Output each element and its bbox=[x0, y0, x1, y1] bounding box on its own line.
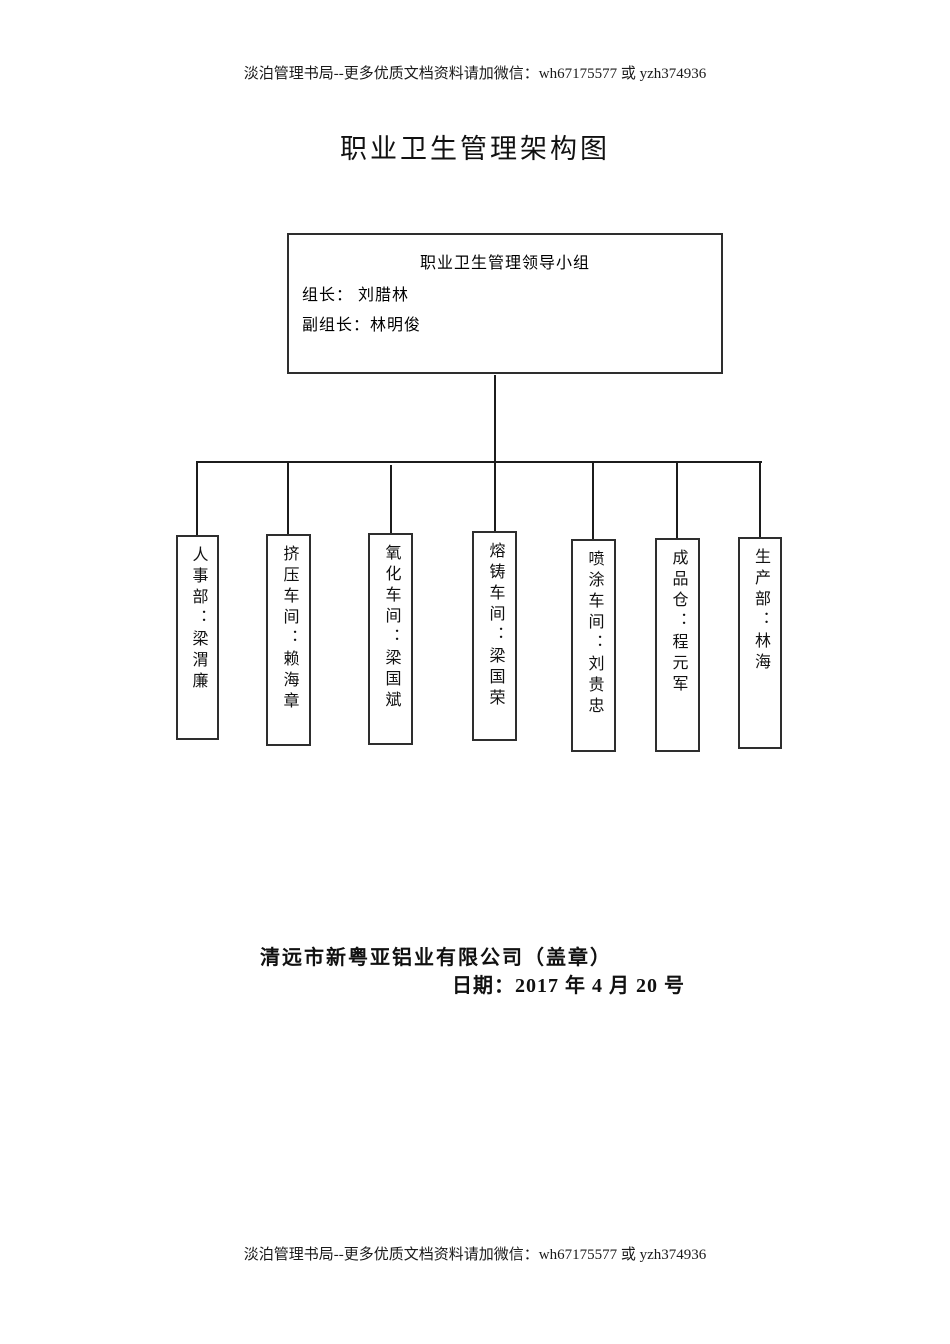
connector-drop-2 bbox=[287, 463, 289, 534]
dept-box-oxidation: 氧化车间：梁国斌 bbox=[368, 533, 413, 745]
dept-label: 人事部：梁渭廉 bbox=[189, 546, 207, 693]
connector-drop-3 bbox=[390, 465, 392, 533]
dept-label: 成品仓：程元军 bbox=[669, 549, 687, 696]
connector-drop-4 bbox=[494, 463, 496, 531]
connector-drop-5 bbox=[592, 463, 594, 539]
dept-box-hr: 人事部：梁渭廉 bbox=[176, 535, 219, 740]
dept-box-warehouse: 成品仓：程元军 bbox=[655, 538, 700, 752]
dept-box-casting: 熔铸车间：梁国荣 bbox=[472, 531, 517, 741]
connector-crossbar bbox=[196, 461, 762, 463]
dept-label: 生产部：林海 bbox=[752, 548, 769, 674]
connector-trunk bbox=[494, 375, 496, 461]
connector-drop-1 bbox=[196, 463, 198, 535]
header-note: 淡泊管理书局--更多优质文档资料请加微信：wh67175577 或 yzh374… bbox=[243, 66, 707, 82]
dept-box-extrusion: 挤压车间：赖海章 bbox=[266, 534, 311, 746]
dept-label: 挤压车间：赖海章 bbox=[280, 545, 298, 713]
company-seal-line: 清远市新粤亚铝业有限公司（盖章） bbox=[260, 947, 612, 969]
page-title: 职业卫生管理架构图 bbox=[340, 134, 610, 164]
dept-box-production: 生产部：林海 bbox=[738, 537, 782, 749]
footer-note: 淡泊管理书局--更多优质文档资料请加微信：wh67175577 或 yzh374… bbox=[243, 1247, 707, 1263]
leader-line: 组长： 刘腊林 bbox=[302, 287, 410, 304]
leader-group-title: 职业卫生管理领导小组 bbox=[419, 255, 590, 272]
dept-label: 氧化车间：梁国斌 bbox=[382, 544, 400, 712]
connector-drop-7 bbox=[759, 463, 761, 537]
deputy-leader-line: 副组长：林明俊 bbox=[302, 317, 422, 334]
date-line: 日期：2017 年 4 月 20 号 bbox=[452, 975, 685, 997]
dept-box-spraying: 喷涂车间：刘贵忠 bbox=[571, 539, 616, 752]
leader-group-box: 职业卫生管理领导小组 组长： 刘腊林 副组长：林明俊 bbox=[287, 233, 723, 374]
connector-drop-6 bbox=[676, 463, 678, 538]
dept-label: 熔铸车间：梁国荣 bbox=[486, 542, 504, 710]
dept-label: 喷涂车间：刘贵忠 bbox=[585, 550, 603, 718]
